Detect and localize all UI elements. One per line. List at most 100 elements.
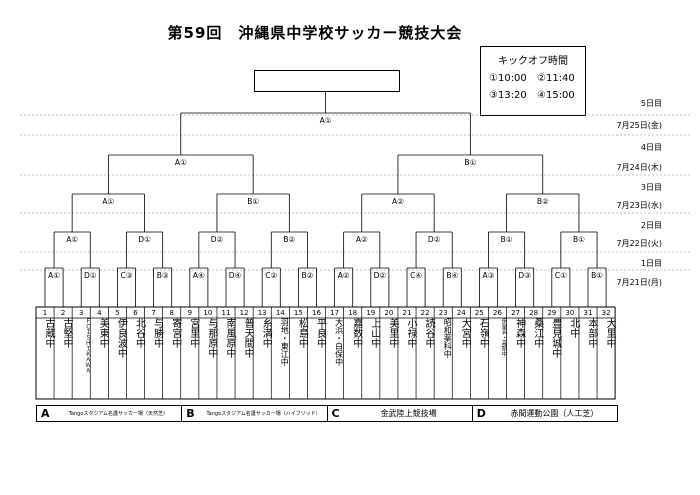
round3-match-label-2: B① [247,197,259,206]
team-name: 桑江中 [531,318,543,348]
team-number: 14 [275,309,285,317]
round2-match-label-2: D① [138,235,151,244]
team-number: 1 [42,309,48,317]
venue-b-name: Tangoスタジアム名護サッカー場（ハイブリッド） [206,411,321,417]
venue-d: D 赤間運動公園（人工芝） [473,406,617,421]
team-name: 豊見城中 [549,318,561,358]
team-number: 27 [511,309,521,317]
team-name: 北谷中 [133,318,145,348]
page-title: 第59回 沖縄県中学校サッカー競技大会 [167,24,463,42]
team-number: 23 [438,309,448,317]
team-number: 22 [420,309,430,317]
team-name: ＦＣＩＳＨＩＫＡＷＡ [84,318,91,373]
team-name: 糸満中 [260,318,272,348]
round1-match-label-9: A② [338,271,350,280]
team-number: 4 [97,309,102,317]
team-name: 読谷中 [423,318,435,348]
team-name: 平良中 [314,318,326,348]
team-number: 9 [187,309,193,317]
team-number: 29 [547,309,557,317]
team-number: 21 [402,309,412,317]
team-number: 6 [133,309,138,317]
round1-match-label-4: B③ [157,271,169,280]
venue-d-name: 赤間運動公園（人工芝） [510,409,599,418]
team-number: 28 [529,309,539,317]
kickoff-title: キックオフ時間 [498,56,568,67]
kickoff-time-1: ①10:00 [489,73,527,84]
round1-match-label-10: D② [374,271,387,280]
round1-match-label-3: C③ [120,271,132,280]
team-number: 7 [151,309,156,317]
team-number: 2 [60,309,66,317]
team-number: 25 [474,309,484,317]
team-name: 古堅中 [61,318,73,348]
team-number: 17 [330,309,340,317]
kickoff-time-4: ④15:00 [537,90,575,101]
team-name: 北中 [567,318,579,338]
team-number: 8 [169,309,174,317]
team-number: 26 [493,309,502,317]
round3-match-label-1: A① [102,197,114,206]
round1-match-label-2: D① [84,271,97,280]
team-number: 24 [456,309,466,317]
day-5-date: 7月25日(金) [616,121,662,130]
team-name: 神森中 [513,318,525,348]
team-name: 嘉数中 [350,318,362,348]
team-name: 伊是名・高頭中 [500,318,507,357]
team-name: 美東中 [97,318,109,348]
team-name: 松島中 [296,318,308,348]
round3-match-label-4: B② [537,197,549,206]
team-number: 20 [384,309,394,317]
venue-a-name: Tangoスタジアム名護サッカー場（天然芝） [68,411,169,417]
team-number: 13 [257,309,267,317]
round2-match-label-3: D② [211,235,224,244]
round1-match-label-14: D③ [518,271,531,280]
venue-b: B Tangoスタジアム名護サッカー場（ハイブリッド） [182,406,328,421]
venue-a: A Tangoスタジアム名護サッカー場（天然芝） [37,406,183,421]
round1-match-label-7: C② [265,271,277,280]
team-name: 昭和薬科中 [443,318,453,358]
venue-c: C 金武陸上競技場 [328,406,473,421]
round2-match-label-7: B① [501,235,513,244]
round1-match-label-16: B① [591,271,603,280]
team-name: 普天間中 [242,318,254,358]
kickoff-time-3: ③13:20 [489,90,527,101]
round1-match-label-5: A④ [193,271,205,280]
team-number: 19 [366,309,376,317]
team-name: 石嶺中 [477,318,489,348]
team-name: 美里中 [386,318,398,348]
venue-legend: A Tangoスタジアム名護サッカー場（天然芝） B Tangoスタジアム名護サ… [36,405,618,422]
day-3-date: 7月23日(水) [616,201,662,210]
team-number: 5 [115,309,120,317]
venue-a-letter: A [41,407,50,420]
round2-match-label-1: A① [66,235,78,244]
round2-match-label-5: A② [356,235,368,244]
team-number: 32 [601,309,611,317]
round1-match-label-11: C④ [410,271,422,280]
champion-box [254,70,400,92]
semifinal-match-label-1: A① [175,158,187,167]
team-name: 伊良波中 [115,318,127,358]
team-number: 18 [348,309,358,317]
team-number: 3 [78,309,84,317]
venue-d-letter: D [476,407,486,420]
team-name: 上山中 [368,318,380,348]
kickoff-time-2: ②11:40 [537,73,575,84]
round1-match-label-6: D④ [229,271,242,280]
venue-c-letter: C [331,407,340,420]
team-name: 大宮中 [459,318,471,348]
team-name: 宮里中 [187,318,199,348]
team-number: 12 [239,309,249,317]
team-name: 古蔵中 [43,318,54,348]
round1-match-label-1: A① [48,271,60,280]
kickoff-times-box: キックオフ時間 ①10:00 ②11:40 ③13:20 ④15:00 [480,46,586,116]
team-number: 10 [203,309,213,317]
round3-match-label-3: A② [392,197,404,206]
day-3-label: 3日目 [640,183,662,192]
day-4-label: 4日目 [640,143,662,152]
day-2-label: 2日目 [640,221,662,230]
team-name: 小禄中 [405,318,416,348]
round2-match-label-8: B① [573,235,585,244]
team-name: 本部中 [586,318,597,348]
